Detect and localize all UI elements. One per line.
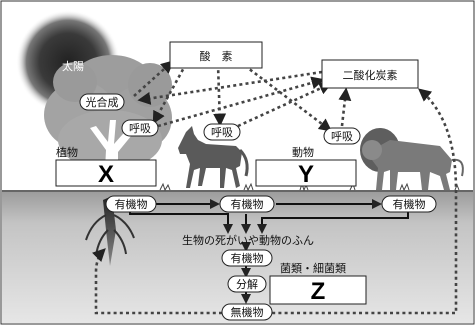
arrow-inorganic-to-co2 xyxy=(266,88,458,315)
photosynthesis-label: 光合成 xyxy=(86,95,119,109)
dead-matter-label: 生物の死がいや動物のふん xyxy=(182,233,314,247)
arrow-plant-to-dead xyxy=(129,212,233,234)
animal-respiration-pill xyxy=(203,123,241,141)
oxygen-label: 酸 素 xyxy=(200,49,233,63)
organic-plant-label: 有機物 xyxy=(115,197,148,211)
inorganic-pill xyxy=(221,303,273,321)
lion-respiration-pill xyxy=(323,127,361,145)
horse-icon xyxy=(178,126,249,188)
organic-mid-pill xyxy=(219,195,275,213)
organic-right-label: 有機物 xyxy=(393,197,426,211)
arrow-lion-to-dead xyxy=(257,212,409,234)
photosynthesis-pill xyxy=(79,93,125,111)
x-letter: X xyxy=(98,161,114,188)
arrow-inorganic-to-plant xyxy=(92,248,222,315)
arrow-oxygen-to-plant-respiration xyxy=(152,63,188,125)
organic-lower-pill xyxy=(221,249,273,267)
inorganic-label: 無機物 xyxy=(231,305,264,319)
lion-icon xyxy=(360,128,464,190)
arrow-photosynthesis-to-oxygen xyxy=(133,60,174,97)
arrow-oxygen-to-lion-respiration xyxy=(239,60,333,132)
plant-respiration-pill xyxy=(121,119,159,137)
y-letter: Y xyxy=(298,161,314,188)
lion-respiration-label: 呼吸 xyxy=(331,130,353,143)
animal-respiration-label: 呼吸 xyxy=(211,126,233,139)
co2-label: 二酸化炭素 xyxy=(343,68,398,82)
decomposition-label: 分解 xyxy=(236,277,258,291)
plant-label: 植物 xyxy=(56,145,78,159)
organic-right-pill xyxy=(381,195,437,213)
oxygen-box xyxy=(169,41,263,69)
animal-label: 動物 xyxy=(292,145,314,159)
co2-box xyxy=(321,59,419,89)
fungi-bacteria-label: 菌類・細菌類 xyxy=(280,262,346,275)
organic-mid-label: 有機物 xyxy=(231,197,264,211)
organic-lower-label: 有機物 xyxy=(231,251,264,265)
z-box xyxy=(269,275,367,305)
sun-label: 太陽 xyxy=(62,60,84,73)
arrow-animal-respiration-to-co2 xyxy=(237,82,333,128)
z-letter: Z xyxy=(311,278,326,305)
plant-respiration-label: 呼吸 xyxy=(129,122,151,135)
root-icon xyxy=(103,196,116,266)
organic-plant-pill xyxy=(105,195,157,213)
y-box xyxy=(255,159,357,187)
root-branches xyxy=(85,214,135,257)
arrow-oxygen-to-animal-respiration xyxy=(213,63,227,127)
x-box xyxy=(55,159,157,187)
decomposition-pill xyxy=(227,275,267,293)
